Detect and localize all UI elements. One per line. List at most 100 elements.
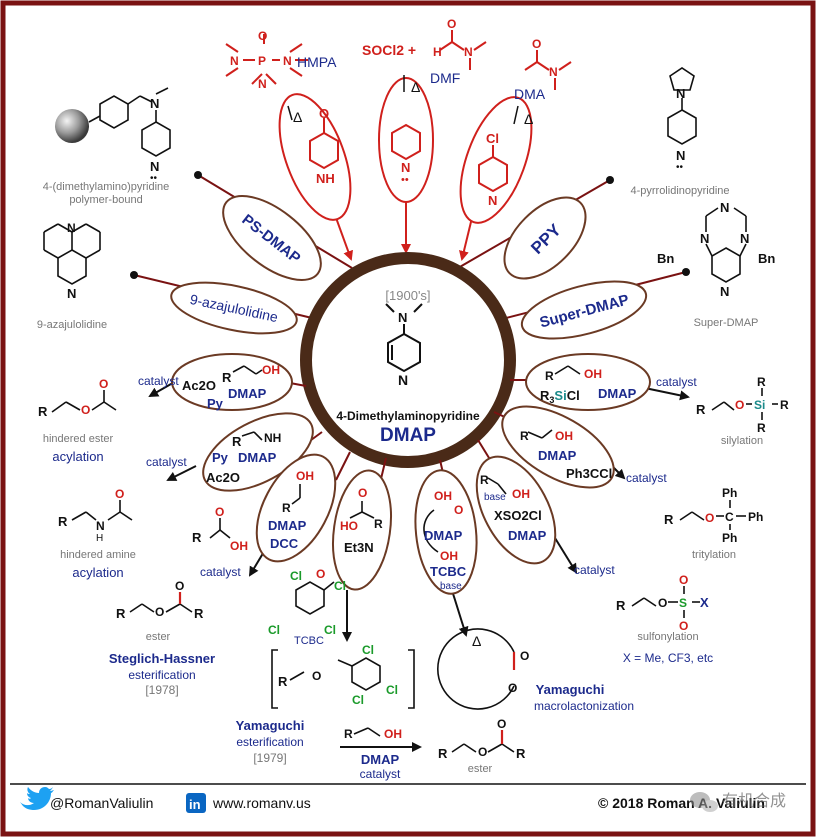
footer-watermark: 有机合成: [722, 792, 786, 810]
svg-text:O: O: [478, 745, 487, 759]
svg-text:O: O: [215, 505, 224, 519]
svg-text:N: N: [67, 221, 76, 235]
tcbc-reagent: TCBC: [430, 564, 467, 579]
footer-twitter[interactable]: @RomanValiulin: [50, 795, 153, 811]
svg-text:Cl: Cl: [334, 579, 346, 593]
svg-text:O: O: [316, 567, 325, 581]
super-dmap-oval: [520, 280, 648, 340]
svg-text:Cl: Cl: [362, 643, 374, 657]
center-year: [1900's]: [385, 288, 430, 303]
svg-text:OH: OH: [512, 487, 530, 501]
amide-product: [71, 500, 133, 521]
svg-text:N: N: [230, 54, 239, 68]
catalyst-3: catalyst: [200, 565, 241, 579]
svg-text:O: O: [679, 573, 688, 587]
svg-text:N: N: [676, 148, 685, 163]
ps-dmap-oval: [222, 195, 322, 281]
svg-text:P: P: [258, 54, 266, 68]
svg-text:R: R: [520, 429, 529, 443]
sulfonyl-product: [631, 586, 700, 618]
svg-text:N: N: [700, 231, 709, 246]
anhydride-bracket: [271, 649, 415, 709]
delta-mac: Δ: [472, 633, 481, 649]
svg-text:O: O: [81, 403, 90, 417]
silylation-oval: [525, 353, 651, 411]
tcbc-structure: [295, 581, 335, 615]
ac2o-2: Ac2O: [206, 470, 240, 485]
svg-text:O: O: [705, 511, 714, 525]
svg-text:R: R: [58, 514, 68, 529]
svg-text:HO: HO: [340, 519, 358, 533]
svg-text:O: O: [358, 486, 367, 500]
svg-text:N: N: [398, 310, 407, 325]
svg-text:O: O: [497, 717, 506, 731]
trityl-caption: tritylation: [692, 549, 736, 561]
svg-text:R: R: [480, 473, 489, 487]
svg-text:OH: OH: [262, 363, 280, 377]
footer-website[interactable]: www.romanv.us: [212, 795, 311, 811]
aza-structure: [43, 223, 101, 285]
yama-est-cat-2: catalyst: [360, 767, 401, 781]
svg-text:N: N: [398, 372, 408, 388]
xso2cl: XSO2Cl: [494, 508, 542, 523]
dmf-label: DMF: [430, 70, 460, 86]
svg-text:O: O: [735, 398, 744, 412]
ppy-oval: [503, 196, 587, 280]
polymer-bead-icon: [55, 109, 89, 143]
svg-text:O: O: [658, 596, 667, 610]
svg-text:N: N: [67, 286, 76, 301]
svg-text:R: R: [757, 375, 766, 389]
svg-text:N: N: [283, 54, 292, 68]
footer-copyright: © 2018 Roman A. Valiulin: [598, 795, 765, 811]
catalyst-2: catalyst: [146, 455, 187, 469]
svg-text:O: O: [155, 605, 164, 619]
svg-text:O: O: [520, 649, 529, 663]
svg-text:OH: OH: [434, 489, 452, 503]
svg-text:O: O: [532, 37, 541, 51]
dcc: DCC: [270, 536, 299, 551]
base-2: base: [484, 492, 506, 503]
svg-text:OH: OH: [440, 549, 458, 563]
ps-dmap-structure: [88, 87, 171, 157]
svg-text:OH: OH: [296, 469, 314, 483]
tcbc-label: TCBC: [294, 635, 324, 647]
delta-dma: Δ: [524, 111, 533, 127]
svg-text:in: in: [189, 797, 201, 812]
svg-text:O: O: [115, 487, 124, 501]
svg-text:R: R: [222, 370, 232, 385]
svg-text:Cl: Cl: [352, 693, 364, 707]
svg-text:Ph: Ph: [722, 486, 737, 500]
dmap-3: DMAP: [268, 518, 307, 533]
wechat-icon: [690, 792, 718, 812]
ester-product: [51, 390, 117, 413]
pyridone-oval: [278, 93, 352, 221]
pyridone-structure: [309, 118, 339, 170]
yama-est-product: ester: [468, 763, 493, 775]
svg-text:X: X: [700, 595, 709, 610]
amine-acyl-name: acylation: [72, 565, 123, 580]
svg-text:O: O: [508, 681, 517, 695]
svg-text:N: N: [464, 45, 473, 59]
ester-acyl-name: acylation: [52, 449, 103, 464]
svg-text:Cl: Cl: [268, 623, 280, 637]
twitter-icon: [20, 787, 54, 810]
svg-text:N: N: [96, 519, 105, 533]
sulfonyl-x: X = Me, CF3, etc: [623, 651, 713, 665]
svg-text:R: R: [616, 598, 626, 613]
pyridone-nh: NH: [316, 171, 335, 186]
steglich-year: [1978]: [145, 683, 178, 697]
socl2-label: SOCl2 +: [362, 42, 416, 58]
steglich-caption: ester: [146, 631, 171, 643]
steglich-name: Steglich-Hassner: [109, 651, 215, 666]
super-bn-left: Bn: [657, 251, 674, 266]
svg-text:R: R: [545, 369, 554, 383]
svg-text:R: R: [38, 404, 48, 419]
sulfonyl-caption: sulfonylation: [637, 631, 698, 643]
svg-text:Cl: Cl: [386, 683, 398, 697]
aza-caption: 9-azajulolidine: [37, 319, 107, 331]
linkedin-icon: in: [186, 793, 206, 813]
super-dmap-structure: [705, 207, 747, 283]
catalyst-6: catalyst: [656, 375, 697, 389]
delta-socl2: Δ: [411, 79, 420, 95]
